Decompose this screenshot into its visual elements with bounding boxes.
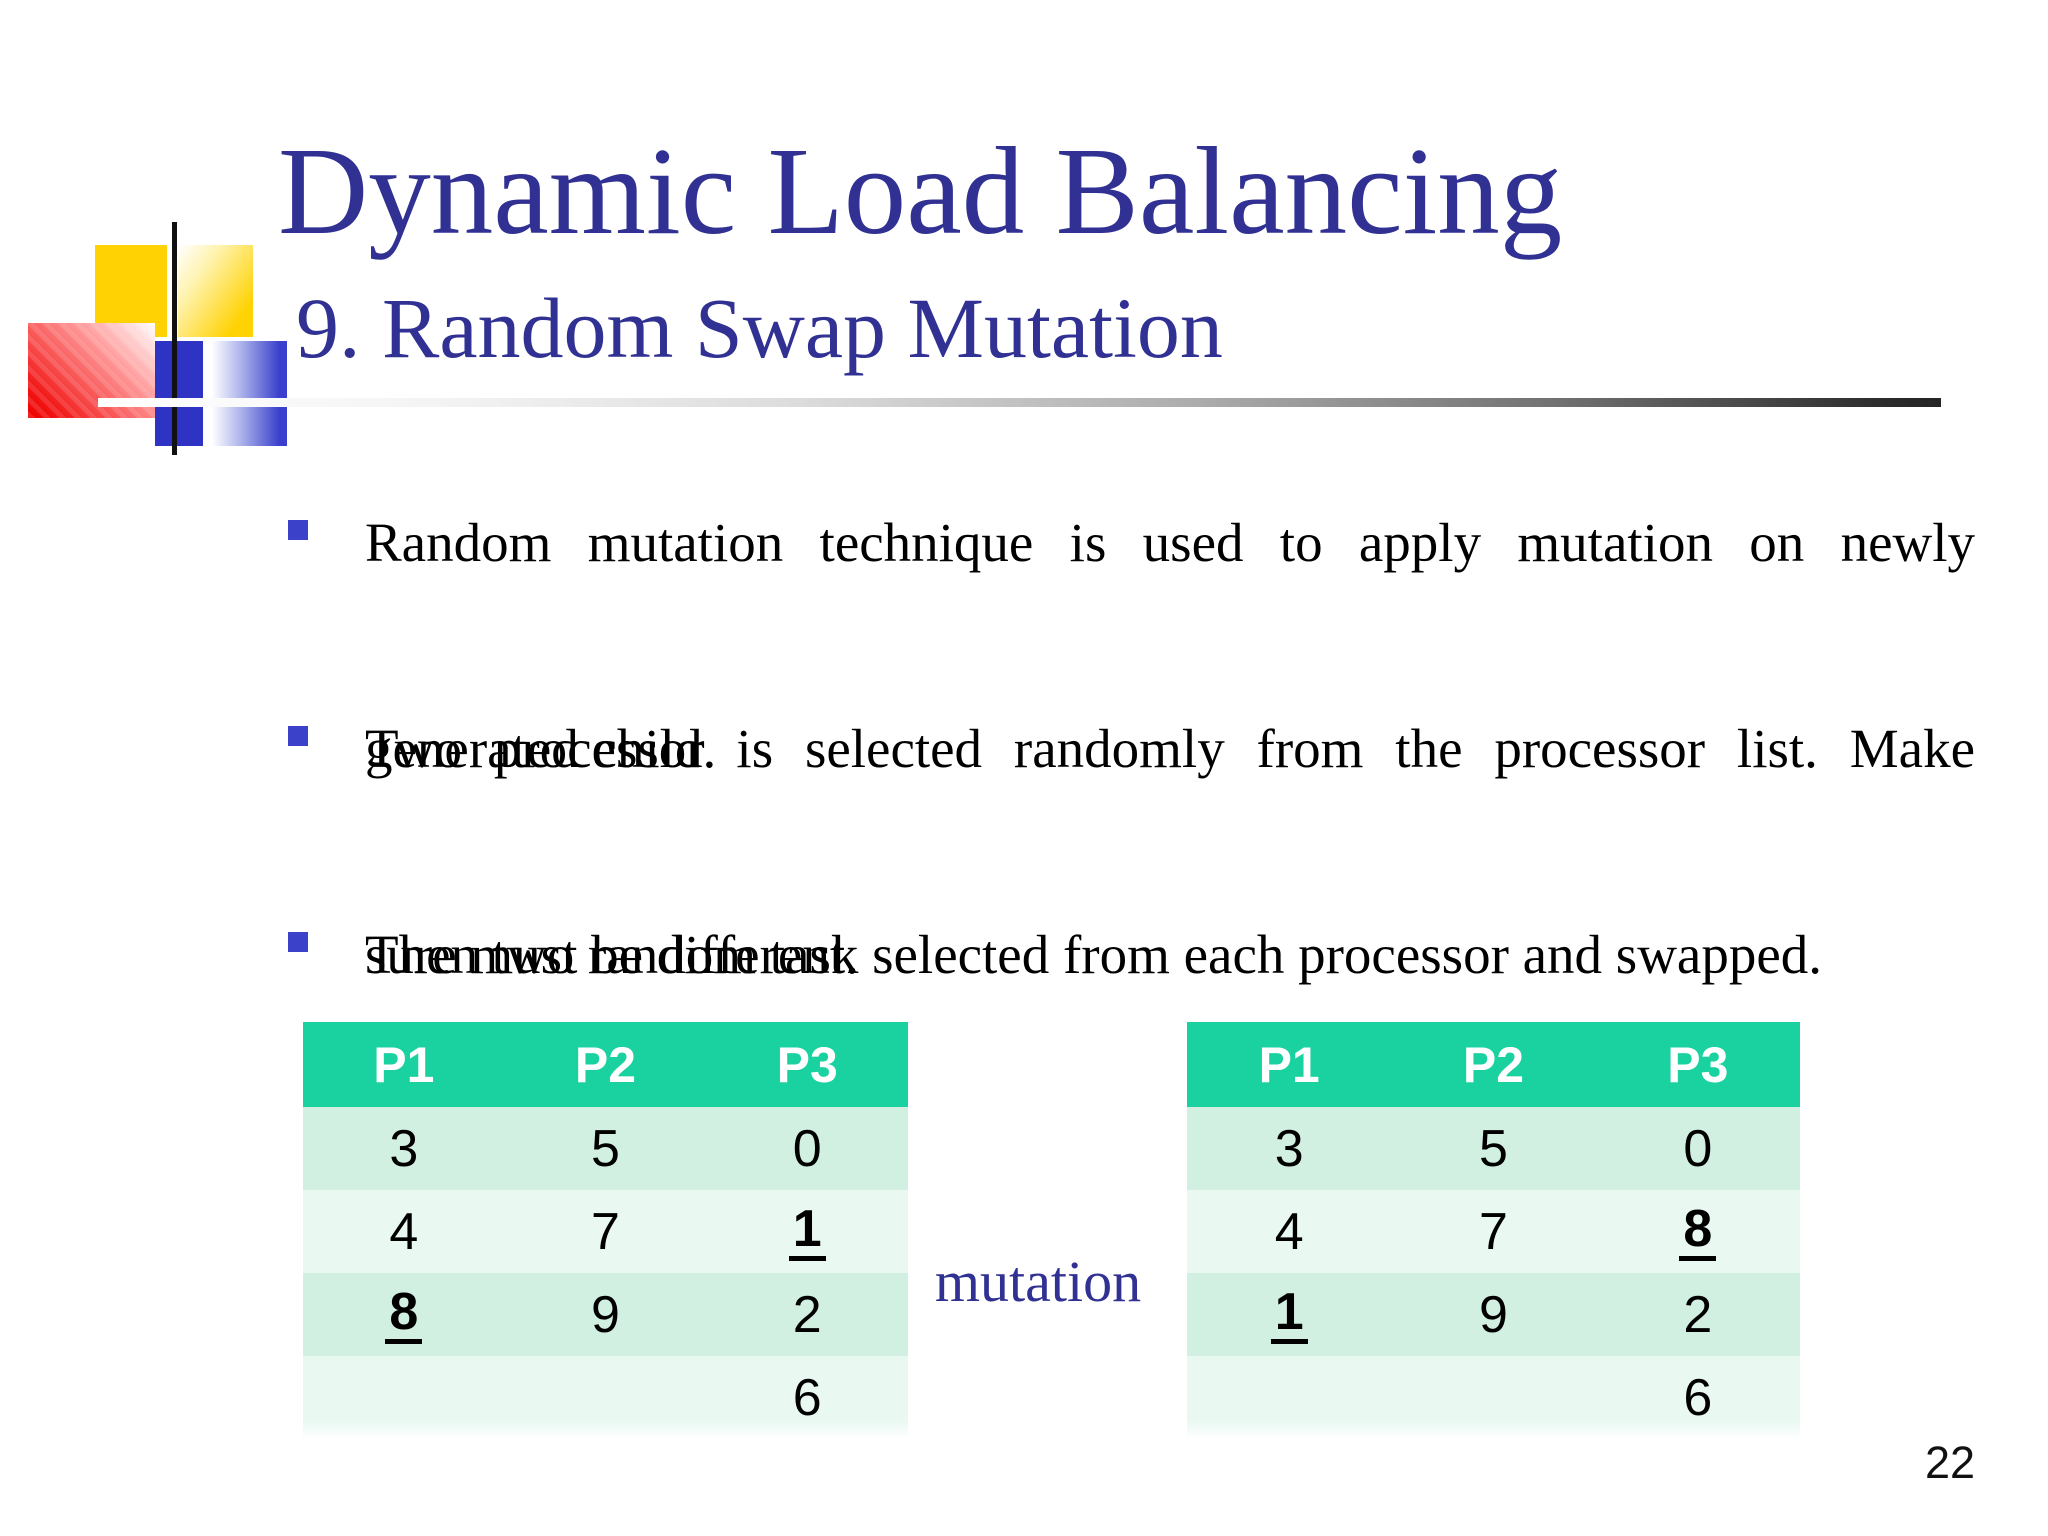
- swapped-task-value: 8: [385, 1286, 423, 1344]
- bullet-1-text: Random mutation technique is used to app…: [365, 491, 1975, 800]
- cell: 4: [389, 1202, 419, 1261]
- decor-blue-gradient-square: [212, 341, 287, 446]
- cell-swapped-task: 8: [303, 1273, 505, 1356]
- cell: 2: [1683, 1285, 1713, 1344]
- column-header-p1: P1: [373, 1036, 435, 1093]
- column-header-p2: P2: [574, 1036, 637, 1093]
- cell-swapped-task: 8: [1596, 1190, 1800, 1273]
- bullet-square-icon: [288, 520, 308, 540]
- cell: 9: [591, 1285, 620, 1344]
- slide-title: Dynamic Load Balancing: [278, 123, 1563, 261]
- bullet-3-text: Then two random task selected from each …: [365, 903, 1975, 1006]
- processor-table-after: P1 P2 P3 3 5 0 4 7 8 1 9 2 6: [1187, 1022, 1800, 1439]
- column-header-p3: P3: [1667, 1036, 1729, 1093]
- decor-yellow-gradient-square: [178, 245, 253, 337]
- cell: 6: [1683, 1368, 1713, 1427]
- bullet-1-line-2: generated child.: [365, 718, 717, 779]
- bullet-square-icon: [288, 726, 308, 746]
- cell: 2: [792, 1285, 822, 1344]
- table-row: 3 5 0: [303, 1107, 908, 1190]
- bullet-square-icon: [288, 932, 308, 952]
- slide-subtitle: 9. Random Swap Mutation: [296, 280, 1223, 376]
- cell: 5: [591, 1119, 620, 1178]
- cell: 9: [1479, 1285, 1508, 1344]
- cell: 5: [1479, 1119, 1508, 1178]
- column-header-p2: P2: [1462, 1036, 1525, 1093]
- table-bottom-fade: [303, 1421, 908, 1439]
- table-header-row: P1 P2 P3: [303, 1022, 908, 1107]
- bullet-item-2: Two processor is selected randomly from …: [288, 697, 1988, 985]
- column-header-p1: P1: [1258, 1036, 1320, 1093]
- decor-vertical-line: [172, 222, 177, 455]
- cell: 0: [792, 1119, 822, 1178]
- table-row: 8 9 2: [303, 1273, 908, 1356]
- cell: 4: [1274, 1202, 1304, 1261]
- title-divider-line: [98, 398, 1941, 407]
- mutation-label: mutation: [934, 1249, 1142, 1314]
- table-header-row: P1 P2 P3: [1187, 1022, 1800, 1107]
- bullet-2-line-1: Two processor is selected randomly from …: [365, 718, 1975, 779]
- cell: 7: [1479, 1202, 1508, 1261]
- page-number: 22: [1925, 1437, 1976, 1488]
- cell-swapped-task: 1: [1187, 1273, 1391, 1356]
- bullet-2-text: Two processor is selected randomly from …: [365, 697, 1975, 1006]
- cell-swapped-task: 1: [706, 1190, 908, 1273]
- cell: 3: [389, 1119, 419, 1178]
- bullet-2-line-2: sure must be different.: [365, 924, 859, 985]
- table-row: 3 5 0: [1187, 1107, 1800, 1190]
- swapped-task-value: 1: [1270, 1286, 1308, 1344]
- bullet-item-1: Random mutation technique is used to app…: [288, 491, 1988, 779]
- bullet-3-line-1: Then two random task selected from each …: [365, 924, 1822, 985]
- decor-blue-square: [155, 341, 203, 446]
- cell: 7: [591, 1202, 620, 1261]
- swapped-task-value: 1: [788, 1203, 826, 1261]
- table-bottom-fade: [1187, 1421, 1800, 1439]
- cell: 3: [1274, 1119, 1304, 1178]
- bullet-item-3: Then two random task selected from each …: [288, 903, 1988, 1013]
- bullet-1-line-1: Random mutation technique is used to app…: [365, 512, 1975, 573]
- table-row: 1 9 2: [1187, 1273, 1800, 1356]
- column-header-p3: P3: [776, 1036, 838, 1093]
- cell: 0: [1683, 1119, 1713, 1178]
- table-row: 4 7 8: [1187, 1190, 1800, 1273]
- swapped-task-value: 8: [1679, 1203, 1717, 1261]
- decor-yellow-square: [95, 245, 167, 337]
- cell: 6: [792, 1368, 822, 1427]
- processor-table-before: P1 P2 P3 3 5 0 4 7 1 8 9 2 6: [303, 1022, 908, 1439]
- table-row: 4 7 1: [303, 1190, 908, 1273]
